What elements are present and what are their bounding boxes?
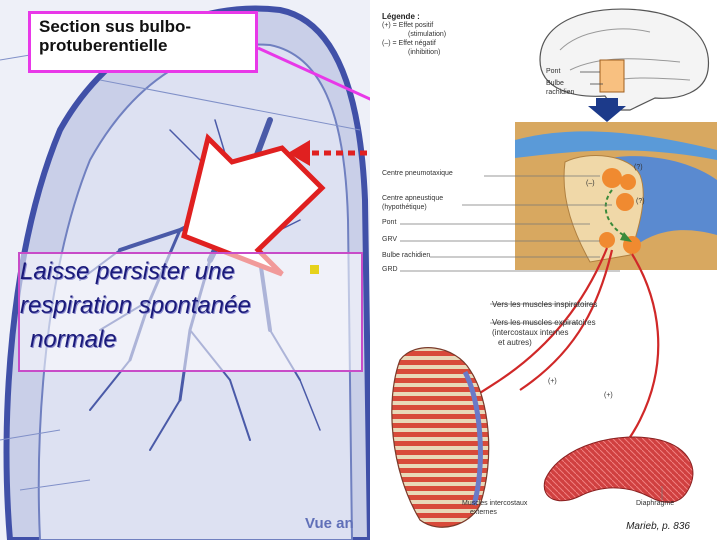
citation: Marieb, p. 836 [626,521,690,532]
bullet-marker [310,265,319,274]
legend-positive: (+) = Effet positif [382,22,433,29]
mark-negative: (–) [586,180,595,187]
label-centre-apneustique-2: (hypothétique) [382,204,427,211]
label-centre-apneustique-1: Centre apneustique [382,195,443,202]
label-inspiratory: Vers les muscles inspiratoires [492,300,597,309]
mark-question-1: (?) [634,164,643,171]
label-expiratory-1: Vers les muscles expiratoires [492,318,596,327]
brainstem-section [515,122,717,270]
title-box: Section sus bulbo- protuberentielle [28,11,258,73]
label-diaphragm: Diaphragme [636,500,674,507]
label-intercostal-1: Muscles intercostaux [462,500,527,507]
label-expiratory-3: et autres) [498,338,532,347]
brain-label-bulbe-1: Bulbe [546,80,564,87]
title-line-2: protuberentielle [39,36,247,55]
legend-negative-sub: (inhibition) [408,49,440,56]
legend-title: Légende : [382,12,420,21]
label-bulbe-rachidien: Bulbe rachidien [382,252,430,259]
brain-label-bulbe-2: rachidien [546,89,574,96]
message-line-2: respiration spontanée [20,292,251,320]
label-intercostal-2: externes [470,509,497,516]
label-expiratory-2: (intercostaux internes [492,328,568,337]
legend-positive-sub: (stimulation) [408,31,446,38]
message-line-1: Laisse persister une [20,258,235,286]
legend-negative: (–) = Effet négatif [382,40,436,47]
lung-caption: Vue an [305,515,354,532]
label-centre-pneumotaxique: Centre pneumotaxique [382,170,453,177]
message-line-3: normale [30,326,117,354]
label-grv: GRV [382,236,397,243]
mark-question-2: (?) [636,198,645,205]
label-grd: GRD [382,266,398,273]
mark-plus-1: (+) [548,378,557,385]
title-line-1: Section sus bulbo- [39,17,247,36]
brain-label-pont: Pont [546,68,560,75]
mark-plus-2: (+) [604,392,613,399]
label-pont: Pont [382,219,396,226]
